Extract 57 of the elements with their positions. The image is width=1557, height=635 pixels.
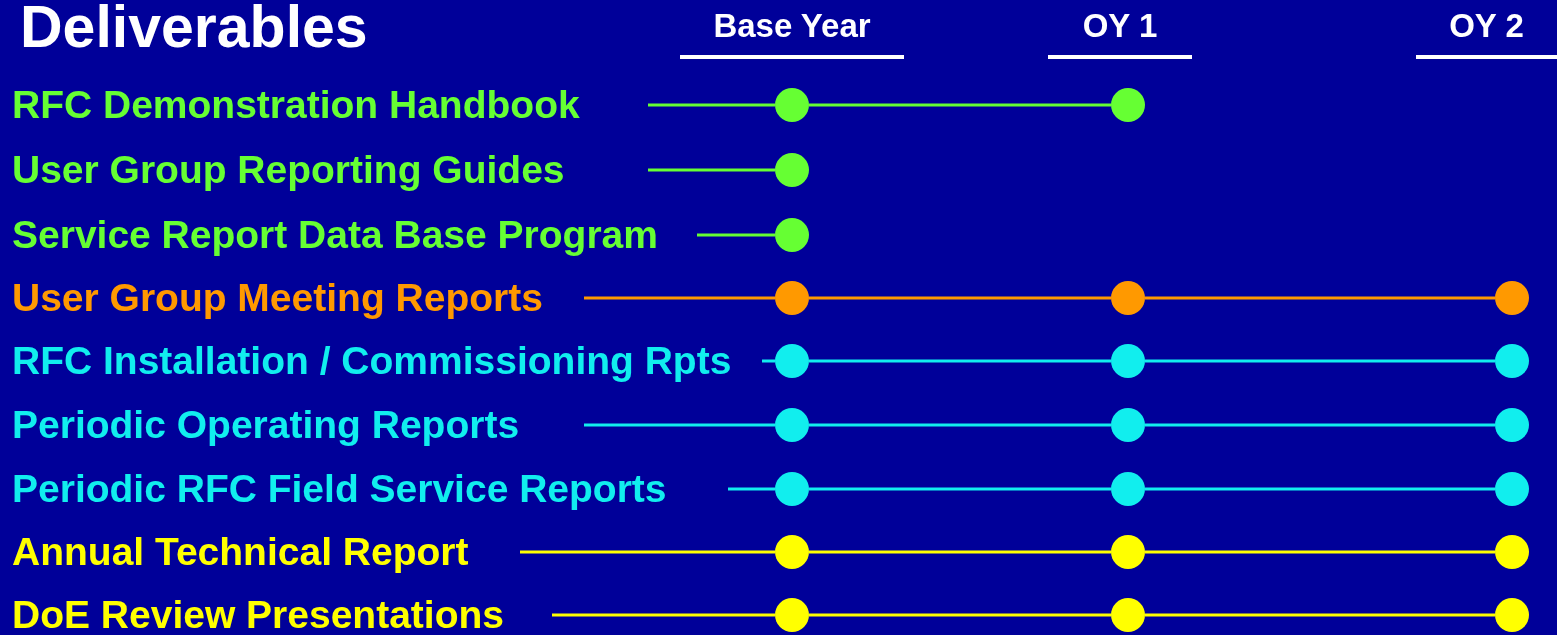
timeline-line (809, 487, 1111, 491)
timeline-line (648, 103, 775, 107)
milestone-dot (775, 598, 809, 632)
milestone-dot (1495, 535, 1529, 569)
milestone-dot (1111, 472, 1145, 506)
title: Deliverables (20, 0, 368, 58)
milestone-dot (775, 344, 809, 378)
timeline-line (809, 359, 1111, 363)
timeline-line (1145, 359, 1495, 363)
timeline-line (809, 296, 1111, 300)
milestone-dot (775, 153, 809, 187)
milestone-dot (775, 472, 809, 506)
timeline-line (648, 168, 775, 172)
timeline-line (520, 550, 775, 554)
milestone-dot (775, 218, 809, 252)
milestone-dot (775, 408, 809, 442)
milestone-dot (775, 88, 809, 122)
timeline-line (809, 550, 1111, 554)
timeline-line (809, 103, 1111, 107)
milestone-dot (775, 281, 809, 315)
column-header: Base Year (680, 4, 904, 59)
milestone-dot (1111, 535, 1145, 569)
milestone-dot (1495, 598, 1529, 632)
deliverable-label: RFC Installation / Commissioning Rpts (12, 337, 762, 385)
timeline-line (697, 233, 775, 237)
deliverable-label: Periodic Operating Reports (12, 401, 584, 449)
milestone-dot (1111, 408, 1145, 442)
milestone-dot (1495, 344, 1529, 378)
milestone-dot (775, 535, 809, 569)
timeline-line (584, 296, 775, 300)
milestone-dot (1495, 281, 1529, 315)
deliverable-label: User Group Meeting Reports (12, 274, 584, 322)
timeline-line (1145, 487, 1495, 491)
timeline-line (762, 359, 775, 363)
timeline-line (552, 613, 775, 617)
deliverable-label: Periodic RFC Field Service Reports (12, 465, 728, 513)
timeline-line (1145, 423, 1495, 427)
deliverable-label: Service Report Data Base Program (12, 211, 697, 259)
deliverable-label: DoE Review Presentations (12, 591, 552, 635)
deliverable-label: User Group Reporting Guides (12, 146, 648, 194)
deliverable-label: Annual Technical Report (12, 528, 520, 576)
milestone-dot (1495, 408, 1529, 442)
timeline-line (1145, 613, 1495, 617)
timeline-line (809, 613, 1111, 617)
timeline-line (809, 423, 1111, 427)
timeline-line (1145, 296, 1495, 300)
timeline-line (584, 423, 775, 427)
timeline-line (728, 487, 775, 491)
milestone-dot (1495, 472, 1529, 506)
column-header: OY 1 (1048, 4, 1192, 59)
milestone-dot (1111, 344, 1145, 378)
timeline-line (1145, 550, 1495, 554)
deliverable-label: RFC Demonstration Handbook (12, 81, 648, 129)
column-header: OY 2 (1416, 4, 1557, 59)
milestone-dot (1111, 281, 1145, 315)
milestone-dot (1111, 598, 1145, 632)
milestone-dot (1111, 88, 1145, 122)
